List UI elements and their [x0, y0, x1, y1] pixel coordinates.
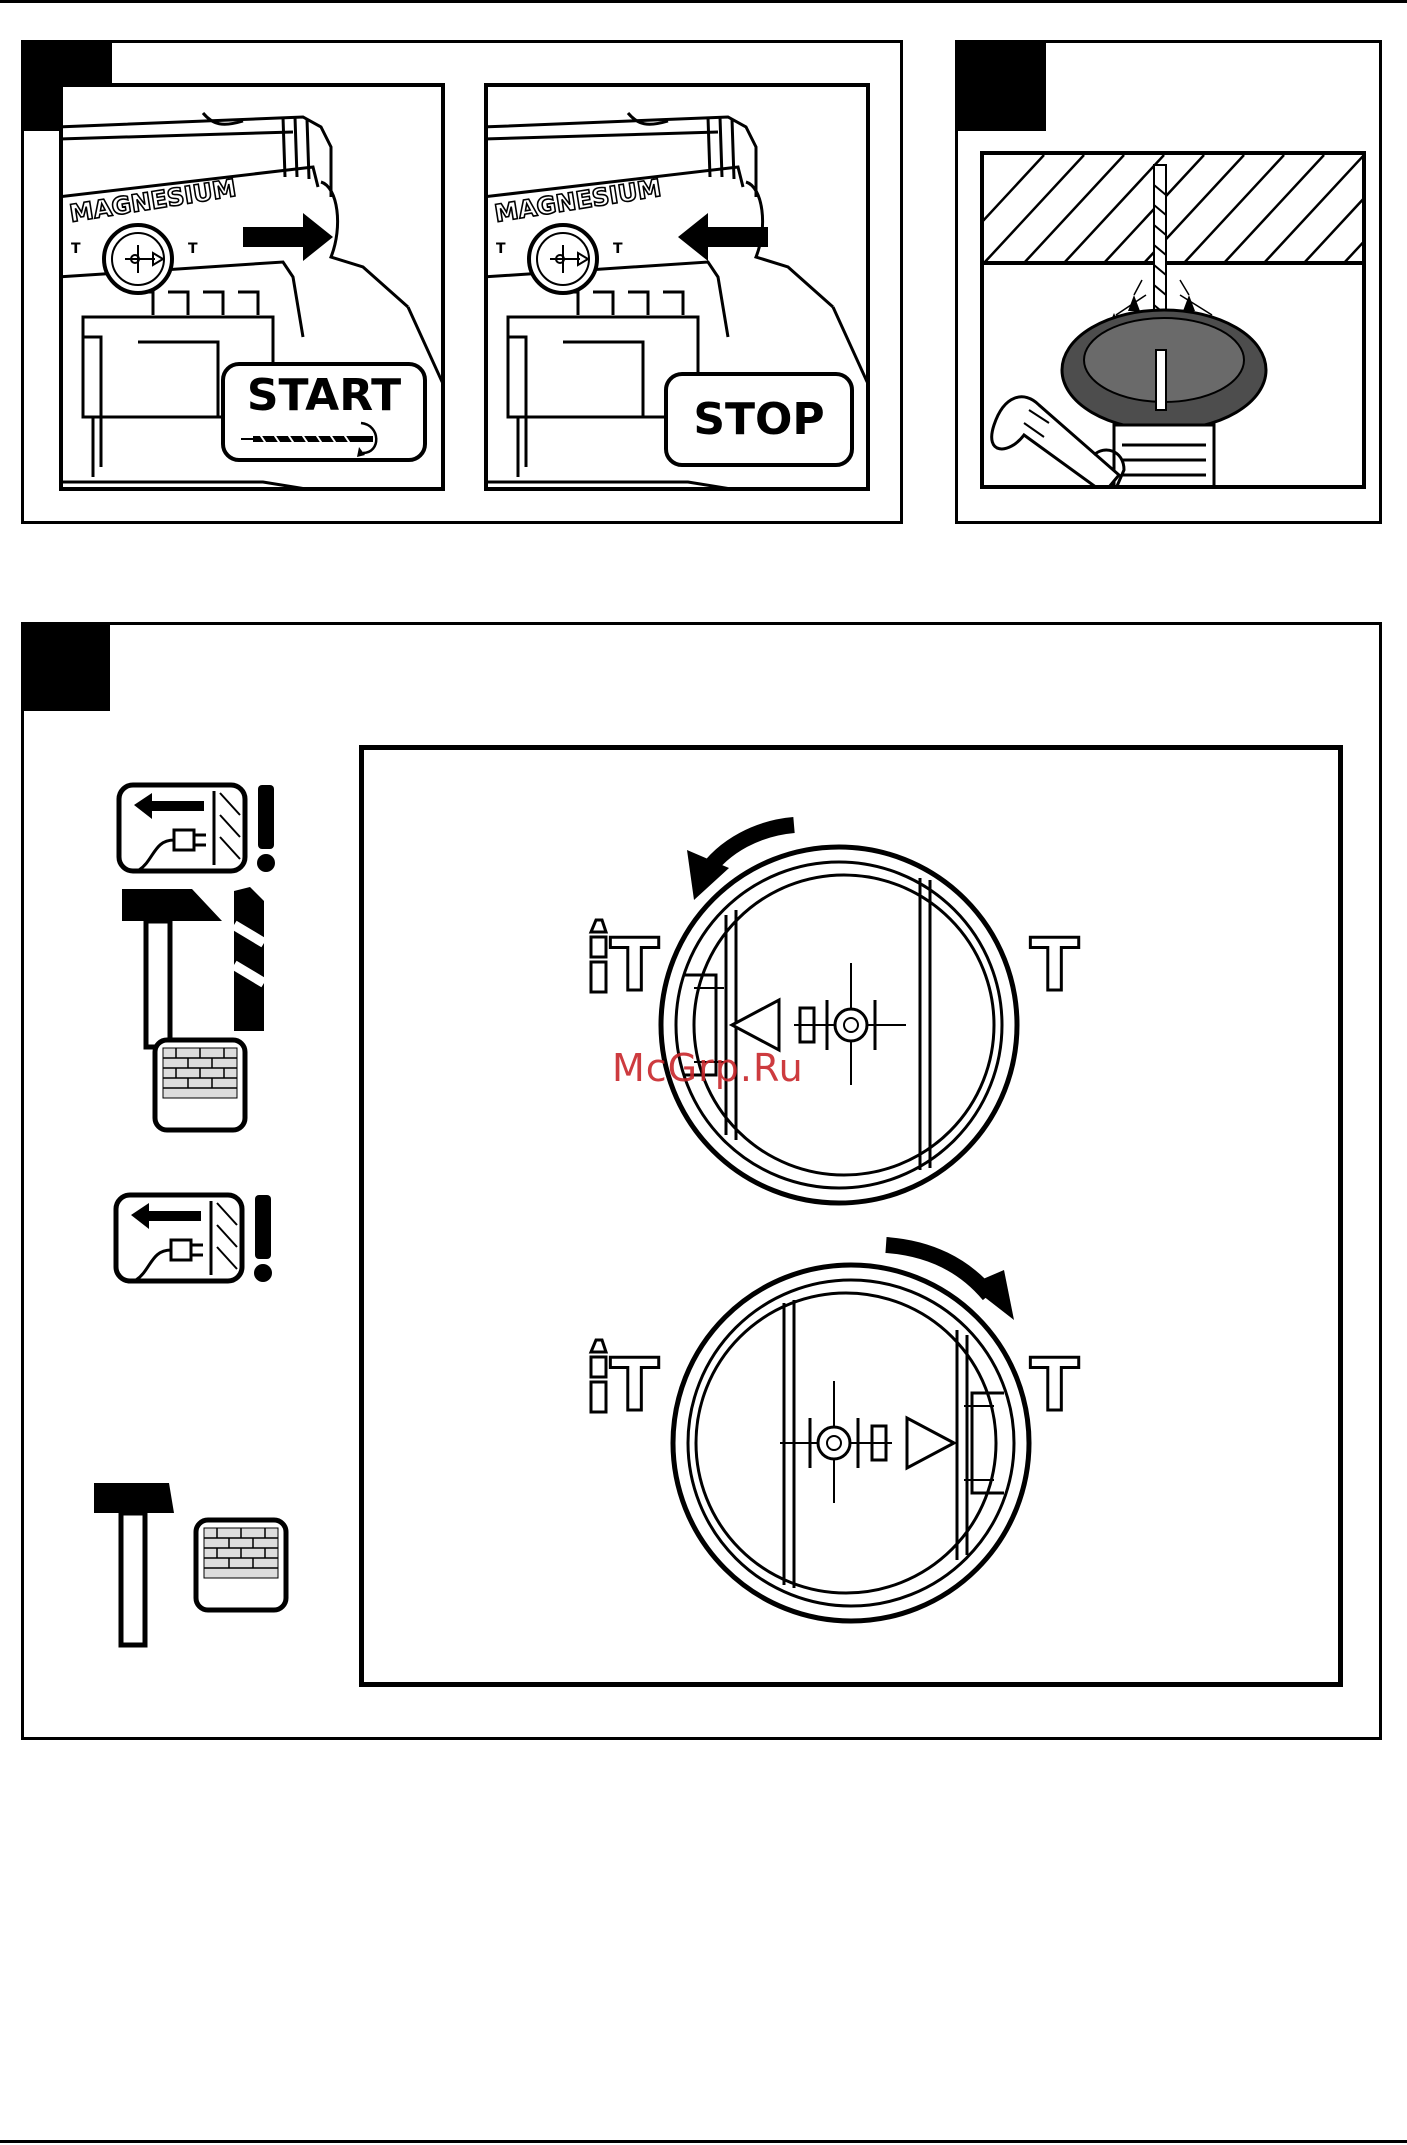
- dial-hammer-mode: [661, 825, 1017, 1203]
- panel-ceiling-drilling: [980, 151, 1366, 489]
- stop-badge-label: STOP: [693, 394, 824, 445]
- brand-label: MAGNESIUM: [493, 174, 664, 228]
- figure-dust-collector: [955, 40, 1382, 524]
- hammer-drill-symbol: [591, 1340, 606, 1412]
- unplug-warning-icon: [119, 785, 275, 872]
- panel-start: MAGNESIUM T T START: [59, 83, 445, 491]
- stop-badge: STOP: [664, 372, 854, 467]
- mode-hammer-mini: T: [496, 241, 506, 257]
- bottom-rule: [0, 2140, 1407, 2143]
- release-arrow-icon: [678, 213, 768, 261]
- hammer-icon: [94, 1483, 174, 1645]
- hammer-mode-symbol: T: [610, 1343, 659, 1427]
- mode-rotary-mini: T: [613, 241, 623, 257]
- ceiling-drilling-illustration: [984, 155, 1366, 489]
- drill-bit-icon: [63, 87, 445, 491]
- hammer-drill-symbol: [591, 920, 606, 992]
- hammer-mode-symbol: T: [610, 923, 659, 1007]
- dial-rotary-mode: [673, 1245, 1029, 1621]
- watermark: McGrp.Ru: [612, 1046, 804, 1090]
- rotary-drill-icon: [234, 887, 264, 1031]
- rotary-mode-symbol: T: [1030, 1343, 1079, 1427]
- unplug-warning-icon: [116, 1195, 272, 1282]
- mode-dial-box: T T: [359, 745, 1343, 1687]
- figure-start-stop: MAGNESIUM T T START: [21, 40, 903, 524]
- figure-mode-switch: T T: [21, 622, 1382, 1740]
- rotary-mode-symbol: T: [1030, 923, 1079, 1007]
- mode-dial-illustration: T T: [364, 750, 1343, 1687]
- masonry-icon: [196, 1520, 286, 1610]
- hammer-icon: [122, 889, 222, 1047]
- top-rule: [0, 0, 1407, 3]
- panel-stop: MAGNESIUM T T STOP: [484, 83, 870, 491]
- pictogram-column: [24, 625, 284, 1725]
- masonry-icon: [155, 1040, 245, 1130]
- figure-number-tag: [958, 43, 1046, 131]
